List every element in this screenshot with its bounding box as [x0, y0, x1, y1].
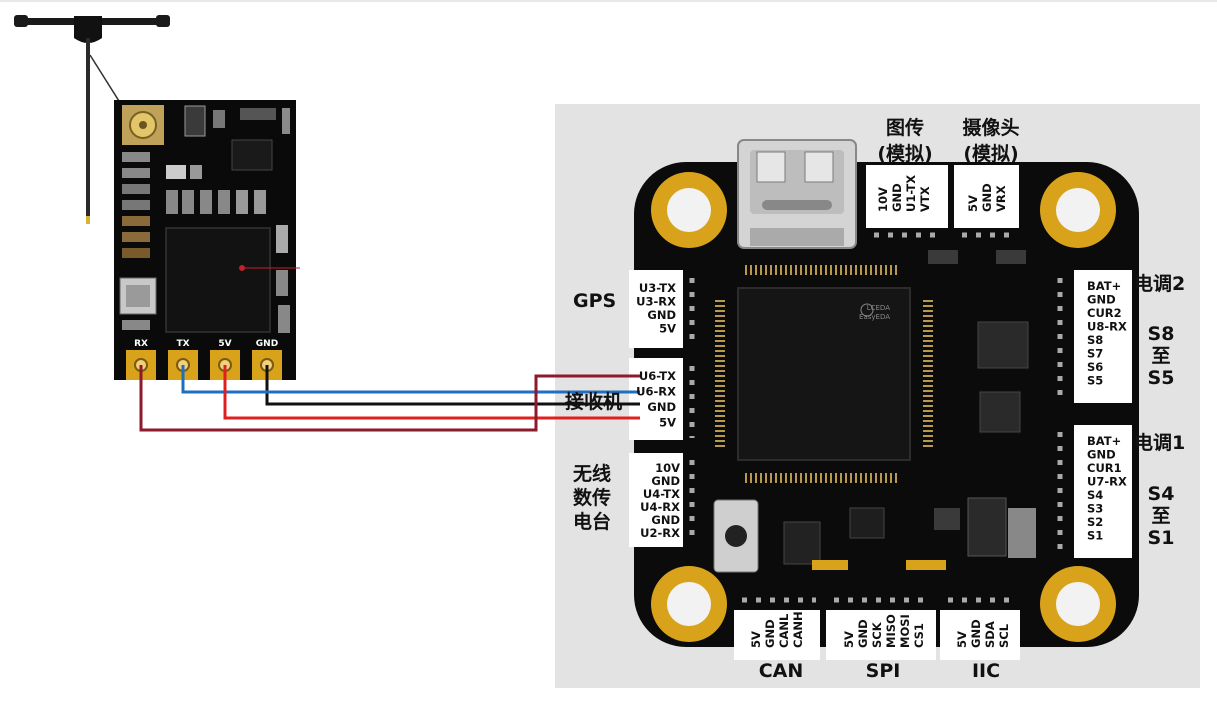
left-pin-label: GND [647, 400, 676, 414]
bottom-pin-label: 5V [749, 631, 763, 648]
rx-pin-label-5v: 5V [218, 339, 231, 349]
top-pin-label: GND [890, 183, 904, 212]
left-pin-label: GND [651, 474, 680, 488]
right-pin-label: GND [1087, 293, 1116, 307]
pcb-components [713, 250, 1036, 573]
top-divider [0, 0, 1217, 2]
right-pin-label: S1 [1087, 529, 1103, 543]
top-pin-label: 5V [966, 195, 980, 212]
left-pin-label: GND [651, 513, 680, 527]
bottom-pin-label: CANH [791, 611, 805, 648]
top-pin-label: GND [980, 183, 994, 212]
right-pin-label: U7-RX [1087, 475, 1127, 489]
left-pin-label: U4-RX [640, 500, 680, 514]
bottom-pin-label: SCK [870, 621, 884, 648]
right-pin-label: GND [1087, 448, 1116, 462]
left-pin-label: U2-RX [640, 526, 680, 540]
receiver-board: RX TX 5V GND [114, 100, 300, 380]
wires [139, 365, 640, 432]
top-pin-label: VRX [994, 185, 1008, 212]
wire-tx [181, 365, 640, 394]
bottom-pin-label: CS1 [912, 623, 926, 648]
bottom-pin-label: GND [763, 619, 777, 648]
connector-blocks [629, 165, 1132, 660]
right-pin-label: S5 [1087, 374, 1103, 388]
top-connector-subtitle: (模拟) [877, 142, 932, 165]
right-pin-label: S7 [1087, 347, 1103, 361]
right-pin-label: S3 [1087, 502, 1103, 516]
esc-group-line: S8 [1148, 323, 1175, 345]
esc-title: 电调1 [1134, 431, 1185, 454]
left-pin-label: U3-TX [639, 281, 676, 295]
bottom-pin-label: SDA [983, 621, 997, 648]
right-pin-label: S2 [1087, 515, 1103, 529]
esc-group-line: S1 [1148, 527, 1175, 549]
left-pin-label: 5V [659, 322, 676, 336]
rx-pin-label-gnd: GND [256, 339, 278, 349]
right-pin-label: CUR2 [1087, 306, 1122, 320]
radio-title-line: 无线 [573, 462, 611, 485]
mounting-holes [651, 172, 1116, 642]
right-pin-label: S8 [1087, 333, 1103, 347]
bottom-pin-label: GND [969, 619, 983, 648]
esc-group-line: 至 [1151, 505, 1170, 527]
bottom-connector-title: CAN [759, 660, 804, 682]
bottom-connector-title: SPI [866, 660, 901, 682]
radio-title-line: 数传 [573, 486, 611, 509]
esc-group-line: S4 [1148, 483, 1175, 505]
bottom-pin-label: MISO [884, 614, 898, 648]
top-connector-title: 摄像头 [962, 116, 1019, 139]
top-pin-label: U1-TX [904, 175, 918, 212]
left-pin-label: U6-TX [639, 369, 676, 383]
mcu-chip: LCEDA EasyEDA [715, 265, 933, 483]
top-pin-label: 10V [876, 187, 890, 212]
esc-title: 电调2 [1134, 272, 1185, 295]
radio-title-line: 电台 [573, 510, 611, 533]
right-pin-label: S4 [1087, 488, 1103, 502]
bottom-pin-label: 5V [842, 631, 856, 648]
usb-c-port [737, 139, 857, 249]
bottom-pin-label: CANL [777, 613, 791, 648]
wire-rx [139, 365, 640, 432]
bottom-pin-label: 5V [955, 631, 969, 648]
esc-group-line: S5 [1148, 367, 1175, 389]
right-pin-label: CUR1 [1087, 461, 1122, 475]
right-pin-label: BAT+ [1087, 434, 1121, 448]
rx-pin-label-rx: RX [134, 339, 148, 349]
bottom-pin-label: SCL [997, 623, 1011, 648]
left-pin-label: 10V [655, 461, 680, 475]
left-pin-label: U3-RX [636, 295, 676, 309]
bottom-connector-title: IIC [972, 660, 1000, 682]
wire-gnd [265, 365, 640, 406]
left-pin-label: U6-RX [636, 385, 676, 399]
receiver-title: 接收机 [565, 390, 622, 413]
labels: U3-TXU3-RXGND5VU6-TXU6-RXGND5V10VGNDU4-T… [565, 116, 1185, 682]
wire-5v [223, 365, 640, 420]
right-pin-label: BAT+ [1087, 279, 1121, 293]
antenna [14, 15, 170, 224]
connector-pins [689, 232, 1063, 603]
top-pin-label: VTX [918, 186, 932, 212]
logo-text-lceda: LCEDA [867, 304, 890, 312]
bottom-pin-label: GND [856, 619, 870, 648]
right-pin-label: S6 [1087, 360, 1103, 374]
flight-controller: LCEDA EasyEDA [555, 104, 1200, 688]
esc-group-line: 至 [1151, 345, 1170, 367]
right-pin-label: U8-RX [1087, 320, 1127, 334]
gps-title: GPS [573, 290, 616, 312]
left-pin-label: GND [647, 308, 676, 322]
bottom-pin-label: MOSI [898, 614, 912, 648]
logo-text-easyeda: EasyEDA [859, 313, 890, 321]
top-connector-subtitle: (模拟) [963, 142, 1018, 165]
left-pin-label: 5V [659, 416, 676, 430]
rx-pin-label-tx: TX [176, 339, 189, 349]
top-connector-title: 图传 [886, 116, 924, 139]
left-pin-label: U4-TX [643, 487, 680, 501]
